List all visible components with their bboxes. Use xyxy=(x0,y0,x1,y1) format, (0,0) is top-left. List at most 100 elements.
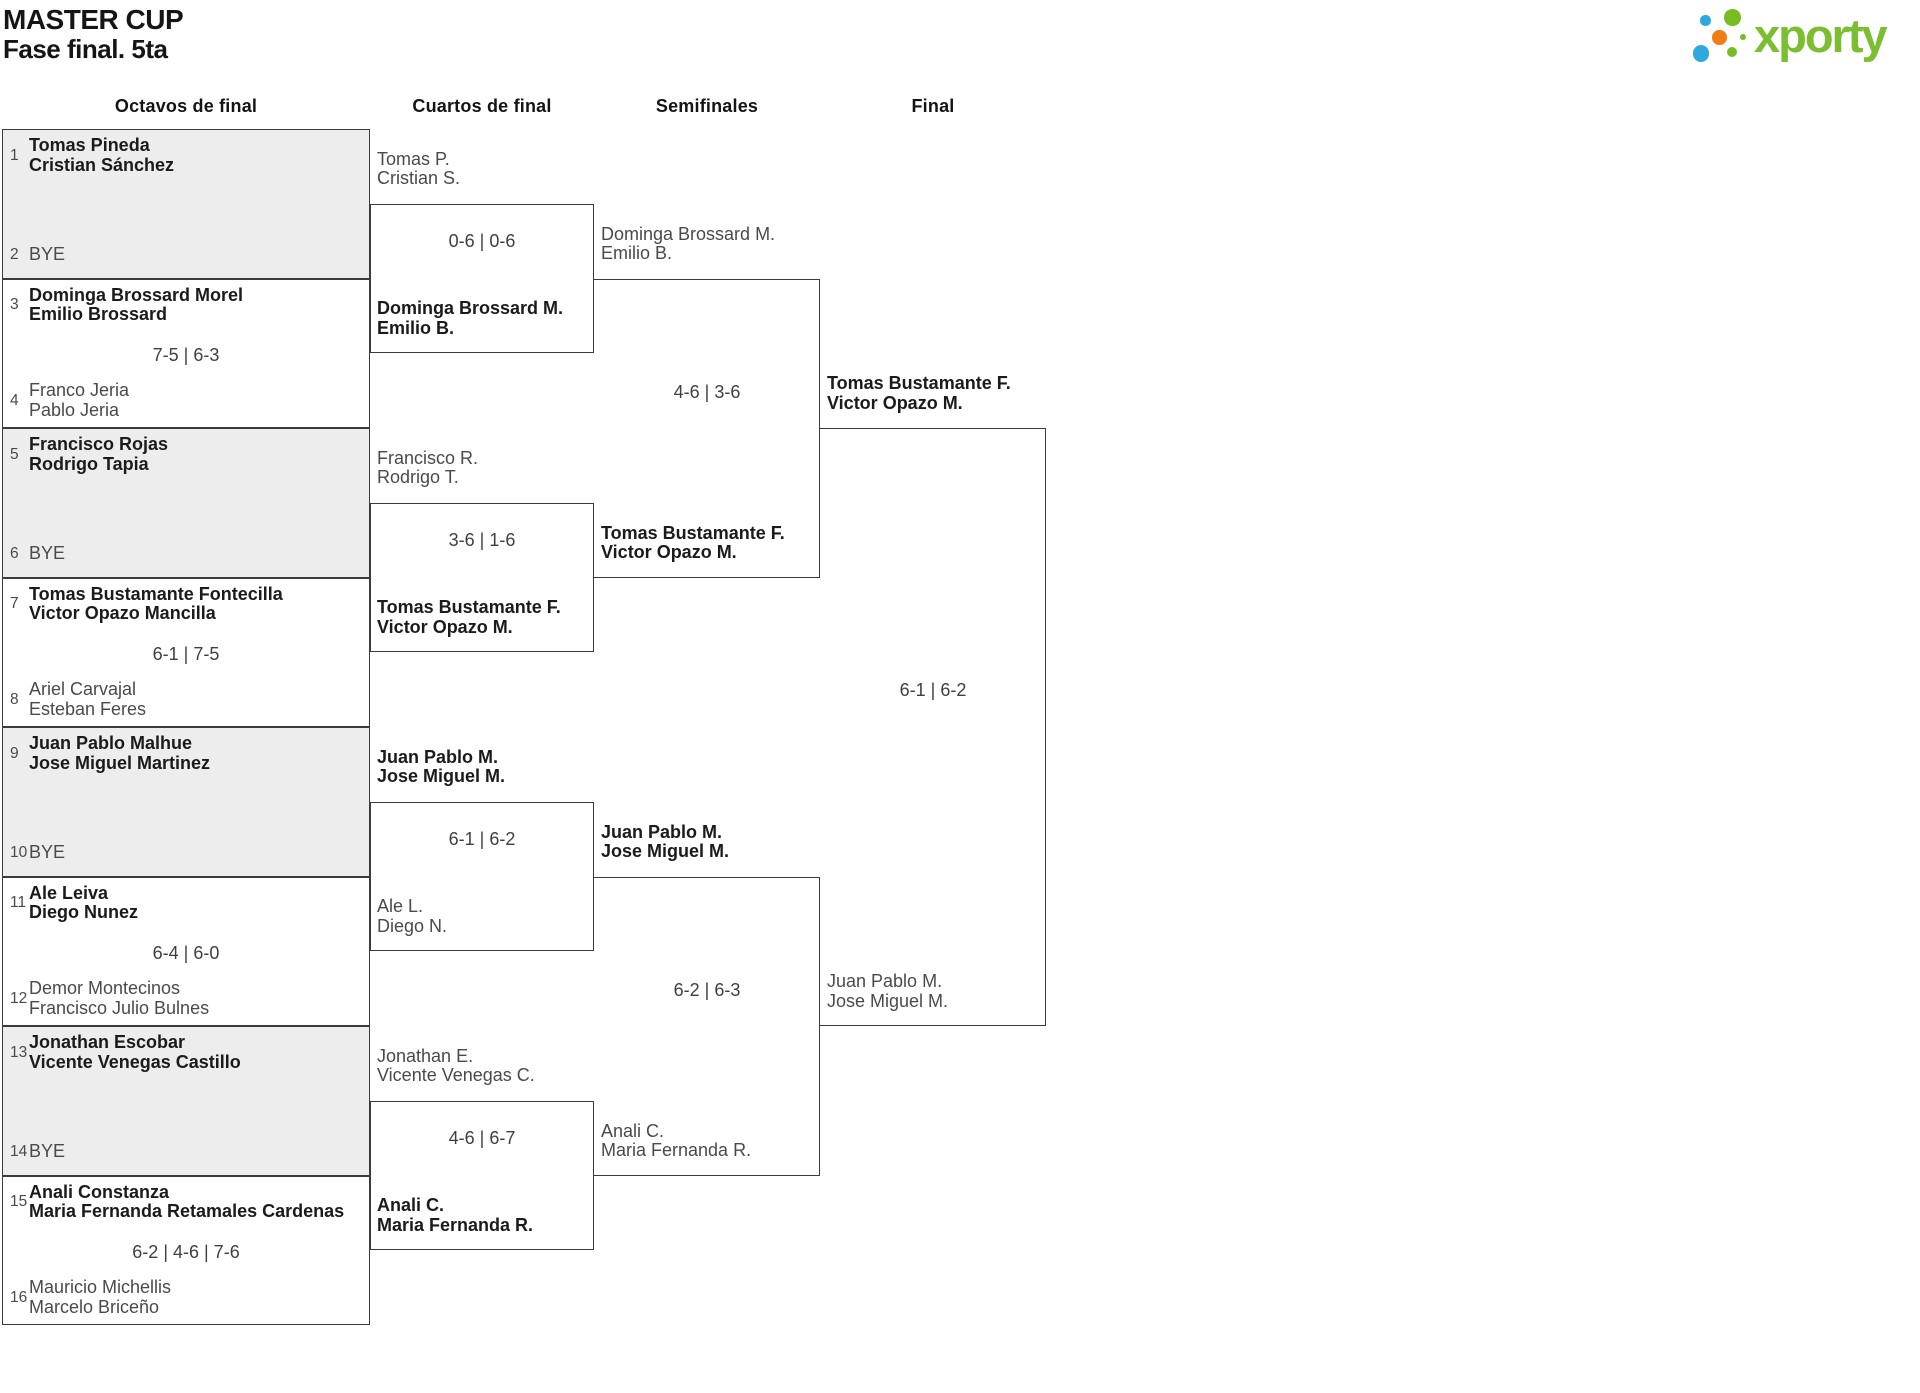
team-name-line: Rodrigo T. xyxy=(377,467,459,488)
team-name-line: Francisco R. xyxy=(377,447,479,468)
cuartos-3-top-team: Juan Pablo M. Jose Miguel M. xyxy=(377,747,506,787)
team-name-line: BYE xyxy=(29,1141,66,1161)
team-name-line: Juan Pablo Malhue xyxy=(29,733,193,753)
team-name-line: Esteban Feres xyxy=(29,698,147,719)
team-name-line: Maria Fernanda Retamales Cardenas xyxy=(29,1201,345,1221)
team-names: Dominga Brossard Morel Emilio Brossard xyxy=(29,285,243,325)
seed-number: 5 xyxy=(10,445,19,463)
team-name-line: Maria Fernanda R. xyxy=(601,1140,752,1160)
team-row: 7 Tomas Bustamante Fontecilla Victor Opa… xyxy=(10,583,365,624)
final-score: 6-1 | 6-2 xyxy=(899,680,967,700)
seed-number: 6 xyxy=(10,544,19,562)
logo-dot-green-tiny xyxy=(1740,33,1746,40)
seed-number: 1 xyxy=(10,146,19,164)
team-name-line: Diego Nunez xyxy=(29,902,139,922)
logo-dot-blue-large xyxy=(1692,45,1710,62)
team-name-line: Victor Opazo Mancilla xyxy=(29,603,216,623)
seed-number: 16 xyxy=(10,1288,28,1306)
match-box-cuartos-3 xyxy=(370,801,594,952)
cuartos-2-top-team: Francisco R. Rodrigo T. xyxy=(377,447,479,488)
team-row: 1 Tomas Pineda Cristian Sánchez xyxy=(10,135,365,175)
team-name-line: Emilio Brossard xyxy=(29,304,168,324)
seed-number: 14 xyxy=(10,1142,28,1160)
team-name-line: Jose Miguel M. xyxy=(601,841,730,861)
seed-number: 3 xyxy=(10,296,19,313)
semifinal-2-top-team: Juan Pablo M. Jose Miguel M. xyxy=(601,822,730,862)
round-header-octavos: Octavos de final xyxy=(114,96,258,116)
semifinal-1-bottom-team: Tomas Bustamante F. Victor Opazo M. xyxy=(601,522,785,563)
team-names: Ariel Carvajal Esteban Feres xyxy=(29,679,147,719)
team-row: 13 Jonathan Escobar Vicente Venegas Cast… xyxy=(10,1032,365,1072)
team-names: Ale Leiva Diego Nunez xyxy=(29,882,139,923)
cuartos-3-score: 6-1 | 6-2 xyxy=(448,829,516,849)
team-name-line: Dominga Brossard M. xyxy=(601,223,776,244)
team-name-line: Cristian S. xyxy=(377,168,461,189)
team-name-line: BYE xyxy=(29,543,66,563)
team-names: Anali Constanza Maria Fernanda Retamales… xyxy=(29,1181,345,1222)
match-box-octavos-13-14: 13 Jonathan Escobar Vicente Venegas Cast… xyxy=(2,1026,370,1176)
cuartos-2-score: 3-6 | 1-6 xyxy=(448,530,516,550)
team-name-line: Ale Leiva xyxy=(29,882,109,903)
team-name-line: Pablo Jeria xyxy=(29,399,120,420)
team-name-line: Dominga Brossard M. xyxy=(377,298,564,319)
match-box-octavos-11-12: 11 Ale Leiva Diego Nunez 6-4 | 6-0 12 De… xyxy=(2,876,370,1026)
team-names: Mauricio Michellis Marcelo Briceño xyxy=(29,1277,172,1317)
team-name-line: Jose Miguel Martinez xyxy=(29,752,211,773)
team-name-line: Mauricio Michellis xyxy=(29,1277,172,1297)
team-name-line: Francisco Julio Bulnes xyxy=(29,997,210,1018)
logo-dot-green-small xyxy=(1726,46,1737,57)
team-name-line: Vicente Venegas Castillo xyxy=(29,1051,241,1072)
cuartos-4-score: 4-6 | 6-7 xyxy=(448,1128,516,1148)
team-row: 8 Ariel Carvajal Esteban Feres xyxy=(10,679,365,719)
team-name-line: Victor Opazo M. xyxy=(827,392,963,413)
match-score: 7-5 | 6-3 xyxy=(152,344,220,365)
team-row: 11 Ale Leiva Diego Nunez xyxy=(10,882,365,923)
cuartos-2-bottom-team: Tomas Bustamante F. Victor Opazo M. xyxy=(377,598,561,637)
seed-number: 4 xyxy=(10,391,19,409)
team-name-line: Emilio B. xyxy=(377,317,455,338)
team-names: BYE xyxy=(29,842,65,863)
match-box-cuartos-1 xyxy=(370,203,594,354)
team-names: Demor Montecinos Francisco Julio Bulnes xyxy=(29,978,210,1018)
match-box-final xyxy=(820,428,1046,1026)
match-score: 6-1 | 7-5 xyxy=(152,643,220,664)
match-score: 6-4 | 6-0 xyxy=(152,942,220,963)
team-name-line: Anali Constanza xyxy=(29,1181,170,1202)
team-name-line: Tomas Bustamante Fontecilla xyxy=(29,583,283,604)
team-name-line: Victor Opazo M. xyxy=(601,542,737,562)
team-name-line: Ale L. xyxy=(377,896,424,917)
team-row: 2 BYE xyxy=(10,244,365,265)
page-title: MASTER CUP xyxy=(3,4,184,35)
team-name-line: Jose Miguel M. xyxy=(377,766,506,787)
match-box-cuartos-2 xyxy=(370,502,594,653)
logo-dot-orange xyxy=(1712,30,1727,45)
match-box-octavos-7-8: 7 Tomas Bustamante Fontecilla Victor Opa… xyxy=(2,577,370,727)
team-name-line: Victor Opazo M. xyxy=(377,616,513,637)
seed-number: 8 xyxy=(10,690,19,708)
seed-number: 13 xyxy=(10,1043,28,1061)
cuartos-4-top-team: Jonathan E. Vicente Venegas C. xyxy=(377,1045,535,1086)
cuartos-1-bottom-team: Dominga Brossard M. Emilio B. xyxy=(377,299,563,338)
team-name-line: Tomas Bustamante F. xyxy=(827,373,1011,393)
team-name-line: Tomas P. xyxy=(377,148,450,169)
cuartos-3-bottom-team: Ale L. Diego N. xyxy=(377,897,447,936)
team-name-line: Jonathan E. xyxy=(377,1045,474,1066)
team-name-line: Tomas Pineda xyxy=(29,135,150,155)
team-names: BYE xyxy=(29,543,66,564)
match-box-semifinal-1 xyxy=(594,278,820,578)
team-names: Juan Pablo Malhue Jose Miguel Martinez xyxy=(29,733,211,773)
team-names: BYE xyxy=(29,244,65,265)
team-row: 3 Dominga Brossard Morel Emilio Brossard xyxy=(10,285,365,325)
match-box-semifinal-2 xyxy=(594,876,820,1176)
team-names: Franco Jeria Pablo Jeria xyxy=(29,380,130,420)
seed-number: 12 xyxy=(10,989,28,1007)
team-name-line: Emilio B. xyxy=(601,243,673,263)
cuartos-4-bottom-team: Anali C. Maria Fernanda R. xyxy=(377,1196,533,1235)
team-name-line: Franco Jeria xyxy=(29,380,130,400)
team-row: 12 Demor Montecinos Francisco Julio Buln… xyxy=(10,978,365,1018)
team-names: BYE xyxy=(29,1141,66,1162)
cuartos-1-top-team: Tomas P. Cristian S. xyxy=(377,148,461,189)
team-name-line: Tomas Bustamante F. xyxy=(601,522,785,543)
logo-dot-green-large xyxy=(1724,9,1741,26)
